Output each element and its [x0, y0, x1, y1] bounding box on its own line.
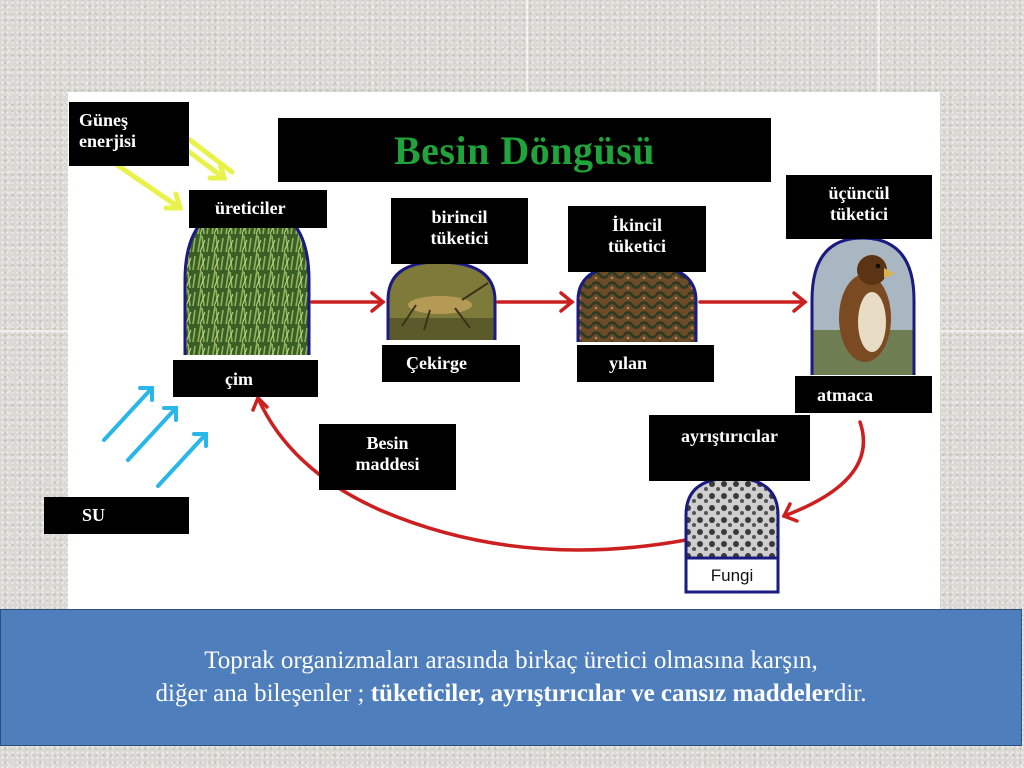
caption-line-2-bold: tüketiciler, ayrıştırıcılar ve cansız ma…	[370, 680, 834, 707]
fungi-label: Fungi	[710, 566, 754, 585]
tile-seam	[878, 0, 880, 92]
label-nutrients: Besin maddesi	[319, 424, 456, 490]
label-hawk: atmaca	[795, 376, 932, 413]
caption-line-2-suffix: dir.	[833, 680, 867, 707]
label-snake: yılan	[577, 345, 714, 382]
energy-flow-arrows	[251, 291, 866, 552]
label-grasshopper: Çekirge	[382, 345, 520, 382]
water-arrows	[102, 386, 208, 488]
snake-picture	[578, 264, 696, 342]
caption-line-2-prefix: diğer ana bileşenler ;	[155, 680, 371, 707]
tile-seam	[526, 0, 528, 92]
hawk-picture	[812, 238, 914, 375]
label-secondary-consumer: İkincil tüketici	[568, 206, 706, 272]
label-sun-energy: Güneş enerjisi	[69, 102, 189, 166]
caption-box: Toprak organizmaları arasında birkaç üre…	[0, 609, 1022, 746]
fungi-label-box	[684, 556, 780, 594]
label-decomposers: ayrıştırıcılar	[649, 415, 810, 481]
fungi-picture	[686, 478, 778, 560]
grasshopper-picture	[388, 262, 495, 340]
label-producers: üreticiler	[189, 190, 327, 228]
diagram-title: Besin Döngüsü	[278, 118, 771, 182]
label-grass: çim	[173, 360, 318, 397]
caption-line-2: diğer ana bileşenler ; tüketiciler, ayrı…	[1, 677, 1021, 710]
label-water: SU	[44, 497, 189, 534]
label-tertiary-consumer: üçüncül tüketici	[786, 175, 932, 239]
grass-picture	[185, 205, 309, 355]
caption-line-1: Toprak organizmaları arasında birkaç üre…	[204, 647, 818, 674]
label-primary-consumer: birincil tüketici	[391, 198, 528, 264]
